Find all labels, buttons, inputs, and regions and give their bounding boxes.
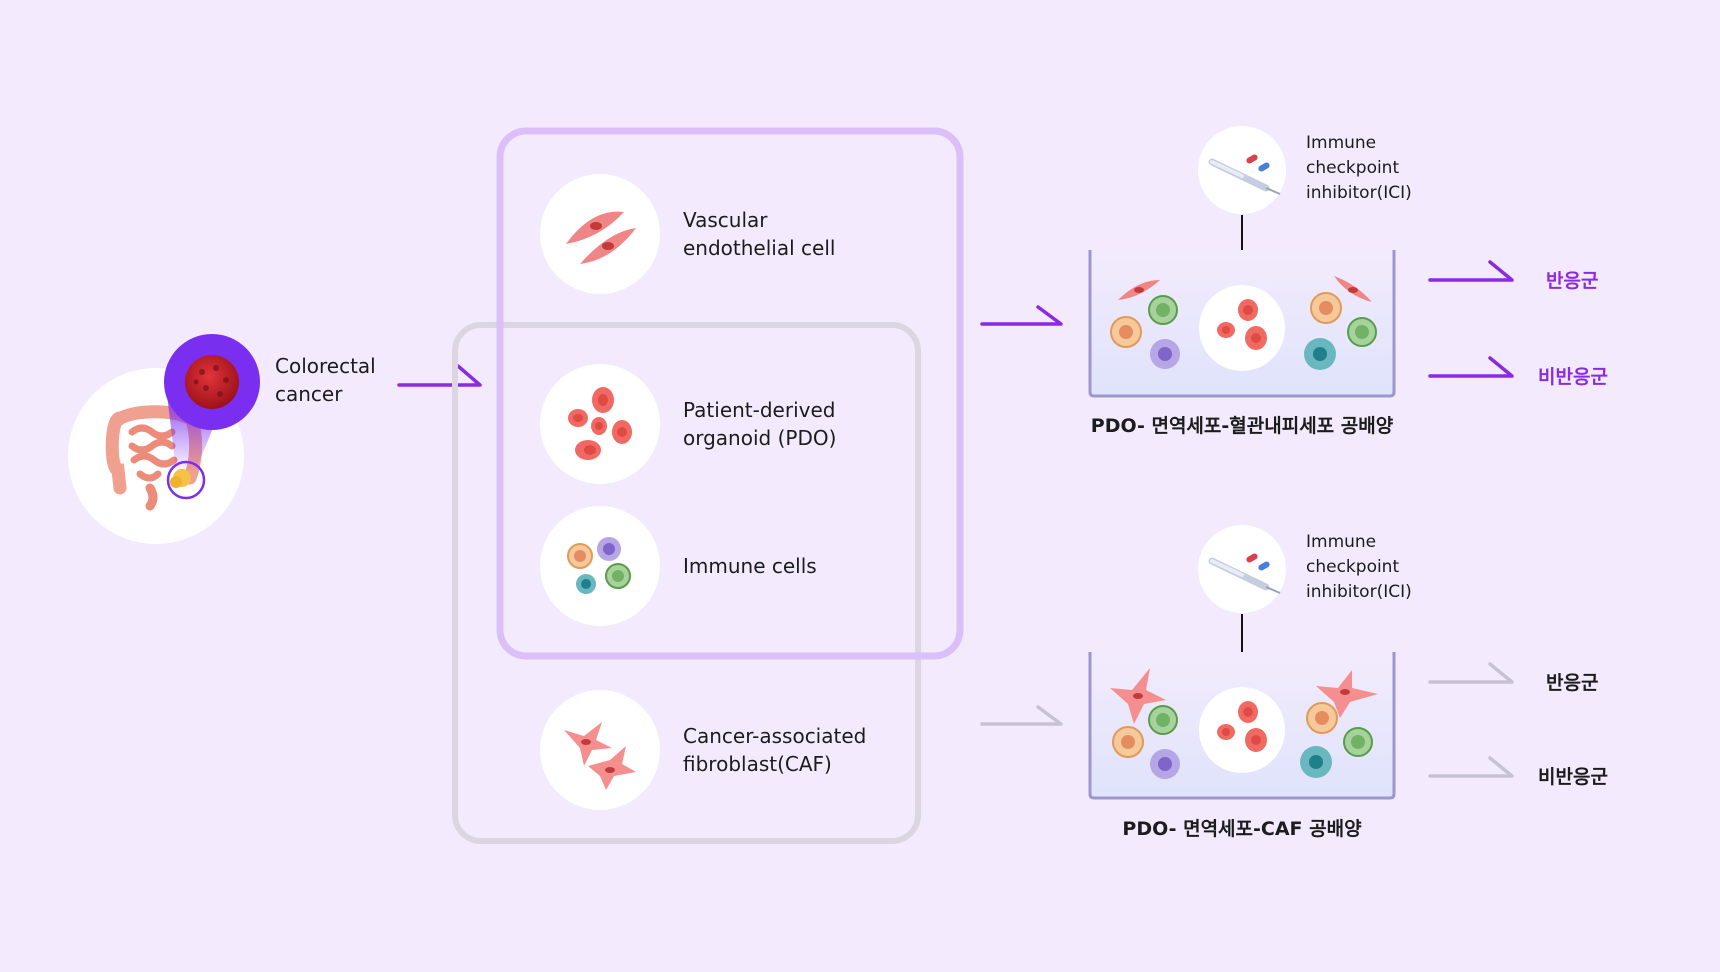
arrow-nonresponder-1	[1428, 356, 1514, 378]
culture-dish-icon	[1088, 250, 1396, 398]
source-label: Colorectal cancer	[275, 354, 376, 406]
endothelial-cell-icon	[540, 174, 660, 294]
syringe-icon	[1198, 126, 1286, 214]
syringe-icon	[1198, 525, 1286, 613]
drug-label-1: Immune checkpoint inhibitor(ICI)	[1306, 133, 1412, 203]
source-intestine-group	[68, 334, 260, 544]
responder-label-1: 반응군	[1546, 270, 1599, 292]
culture-label-2: PDO- 면역세포-CAF 공배양	[1122, 818, 1362, 840]
immune-cells-icon	[540, 506, 660, 626]
caf-label: Cancer-associated fibroblast(CAF)	[683, 724, 867, 776]
vascular-cell-label: Vascular endothelial cell	[683, 208, 836, 260]
fibroblast-icon	[540, 690, 660, 810]
tumor-highlight-ring	[166, 460, 206, 500]
nonresponder-label-1: 비반응군	[1538, 366, 1608, 388]
vascular-group-box	[496, 127, 964, 660]
caf-group-box	[452, 322, 921, 844]
arrow-responder-1	[1428, 260, 1514, 282]
organoid-icon	[540, 364, 660, 484]
arrow-source-to-cells	[397, 364, 482, 387]
pdo-label: Patient-derived organoid (PDO)	[683, 398, 837, 450]
culture-label-1: PDO- 면역세포-혈관내피세포 공배양	[1090, 415, 1394, 437]
arrow-responder-2	[1428, 662, 1514, 684]
culture-dish-icon	[1088, 652, 1396, 800]
arrow-to-dish-1	[980, 305, 1063, 326]
nonresponder-label-2: 비반응군	[1538, 766, 1608, 788]
responder-label-2: 반응군	[1546, 672, 1599, 694]
immune-cells-label: Immune cells	[683, 554, 817, 578]
arrow-to-dish-2	[980, 705, 1063, 726]
drug-label-2: Immune checkpoint inhibitor(ICI)	[1306, 532, 1412, 602]
tumor-icon	[185, 355, 239, 409]
arrow-nonresponder-2	[1428, 756, 1514, 778]
